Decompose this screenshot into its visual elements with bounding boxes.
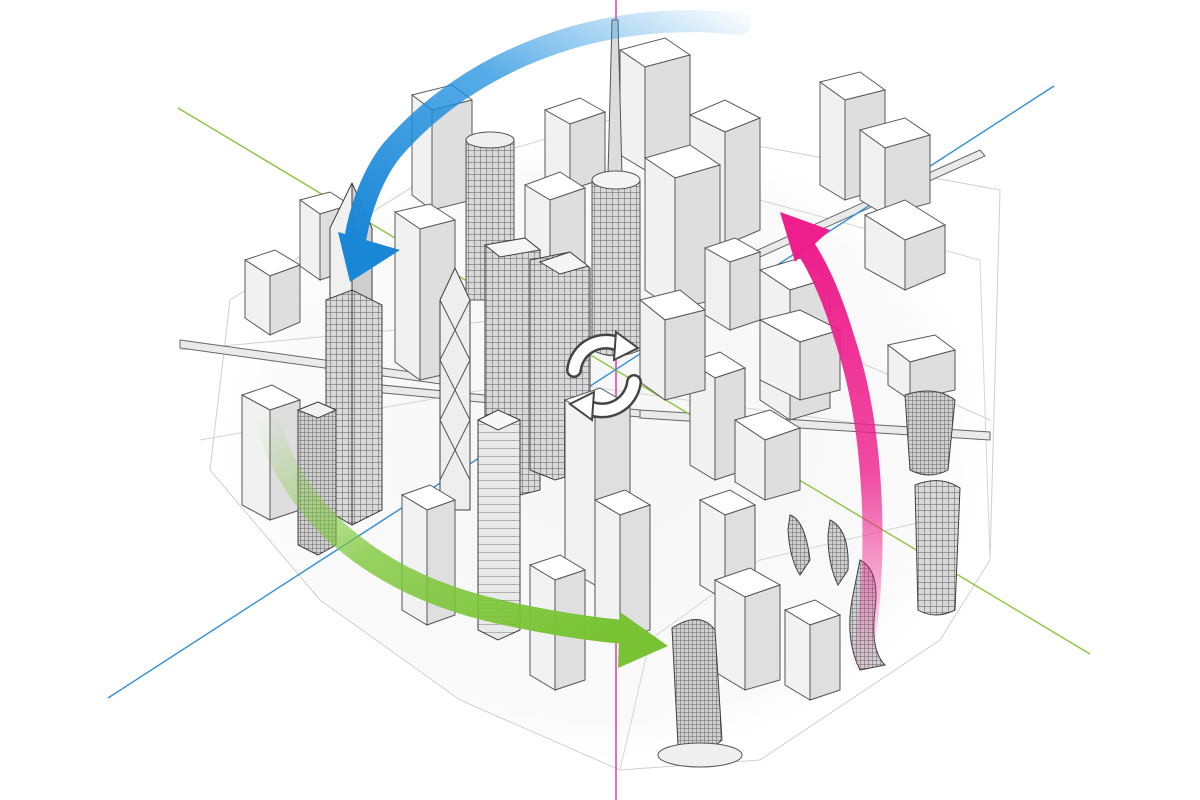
building-f2 (593, 489, 652, 641)
building-m5 (638, 289, 707, 401)
building-b1 (410, 84, 474, 211)
building-m4 (733, 409, 802, 501)
rotation-arrows (258, 10, 883, 670)
twisted-tower-4 (787, 514, 849, 586)
twisted-tower-1 (904, 390, 956, 476)
twisted-tower-2 (914, 480, 961, 616)
building-b5 (858, 117, 932, 216)
building-b7 (863, 199, 947, 291)
octagonal-striped-tower (476, 409, 522, 641)
blue-rotation-arrow (338, 10, 751, 282)
diamond-truss-tower (439, 266, 471, 511)
building-m6 (886, 334, 957, 401)
spire-tower (591, 19, 641, 357)
building-b2 (618, 37, 692, 171)
building-m2 (758, 309, 842, 401)
building-b8 (243, 249, 302, 336)
landmark-towers (296, 182, 961, 768)
building-f7 (783, 599, 842, 701)
building-b12 (643, 144, 722, 311)
magenta-rotation-arrow (780, 212, 883, 670)
green-rotation-arrow (258, 418, 668, 668)
refresh-cycle-icon (566, 330, 642, 422)
rounded-glass-tower (657, 619, 743, 768)
building-b13 (703, 237, 762, 331)
building-f6 (713, 567, 782, 691)
